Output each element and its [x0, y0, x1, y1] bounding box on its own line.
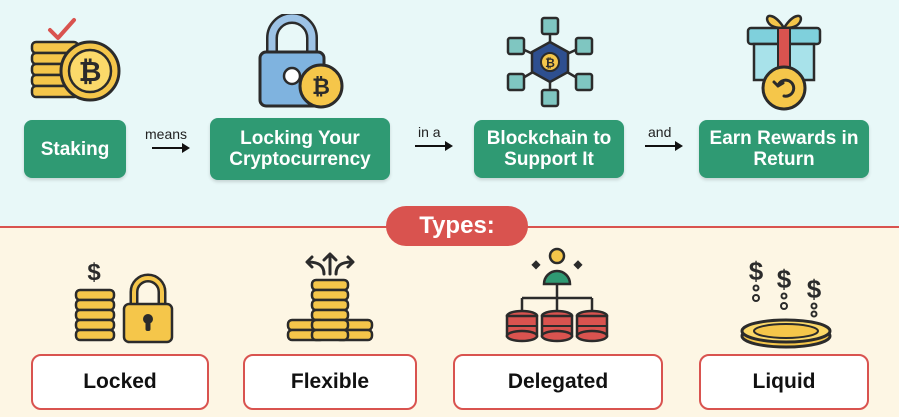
- type-locked-box: Locked: [31, 354, 209, 410]
- arrow-right-icon: [645, 141, 683, 151]
- connector-and: and: [648, 124, 672, 140]
- type-flexible-box: Flexible: [243, 354, 417, 410]
- flexible-coins-icon: [286, 252, 374, 342]
- locked-coins-icon: $: [74, 259, 174, 344]
- step-staking-label: Staking: [40, 138, 110, 160]
- types-title: Types:: [419, 212, 495, 239]
- step-rewards-box: Earn Rewards in Return: [699, 120, 869, 178]
- step-staking-box: Staking: [24, 120, 126, 178]
- svg-text:$: $: [807, 274, 822, 304]
- type-locked-label: Locked: [83, 370, 157, 393]
- svg-text:₿: ₿: [312, 74, 330, 99]
- step-blockchain-label: Blockchain to Support It: [486, 128, 612, 170]
- connector-means: means: [145, 126, 188, 142]
- step-blockchain-box: Blockchain to Support It: [474, 120, 624, 178]
- step-rewards-label: Earn Rewards in Return: [709, 128, 859, 170]
- delegated-stake-icon: ◆ ◆: [505, 247, 609, 343]
- type-liquid-label: Liquid: [752, 370, 816, 393]
- svg-text:₿: ₿: [79, 56, 102, 87]
- step-locking-label: Locking Your Cryptocurrency: [229, 128, 371, 170]
- connector-in-a: in a: [418, 124, 441, 140]
- type-delegated-box: Delegated: [453, 354, 663, 410]
- svg-text:◆: ◆: [573, 257, 583, 271]
- coin-stack-check-icon: ₿: [30, 18, 121, 102]
- type-flexible-label: Flexible: [290, 370, 370, 393]
- step-locking-box: Locking Your Cryptocurrency: [210, 118, 390, 180]
- svg-text:$: $: [777, 264, 792, 294]
- blockchain-network-icon: ₿: [506, 16, 594, 108]
- arrow-right-icon: [152, 143, 190, 153]
- type-delegated-label: Delegated: [507, 370, 609, 393]
- svg-text:◆: ◆: [531, 257, 541, 271]
- types-heading: Types:: [386, 206, 528, 246]
- gift-box-coin-icon: [746, 14, 822, 111]
- liquid-coin-icon: $ $ $: [740, 256, 832, 349]
- arrow-right-icon: [415, 141, 453, 151]
- svg-text:₿: ₿: [545, 56, 555, 70]
- type-liquid-box: Liquid: [699, 354, 869, 410]
- padlock-bitcoin-icon: ₿: [258, 14, 344, 109]
- svg-text:$: $: [749, 256, 764, 286]
- svg-text:$: $: [87, 259, 101, 286]
